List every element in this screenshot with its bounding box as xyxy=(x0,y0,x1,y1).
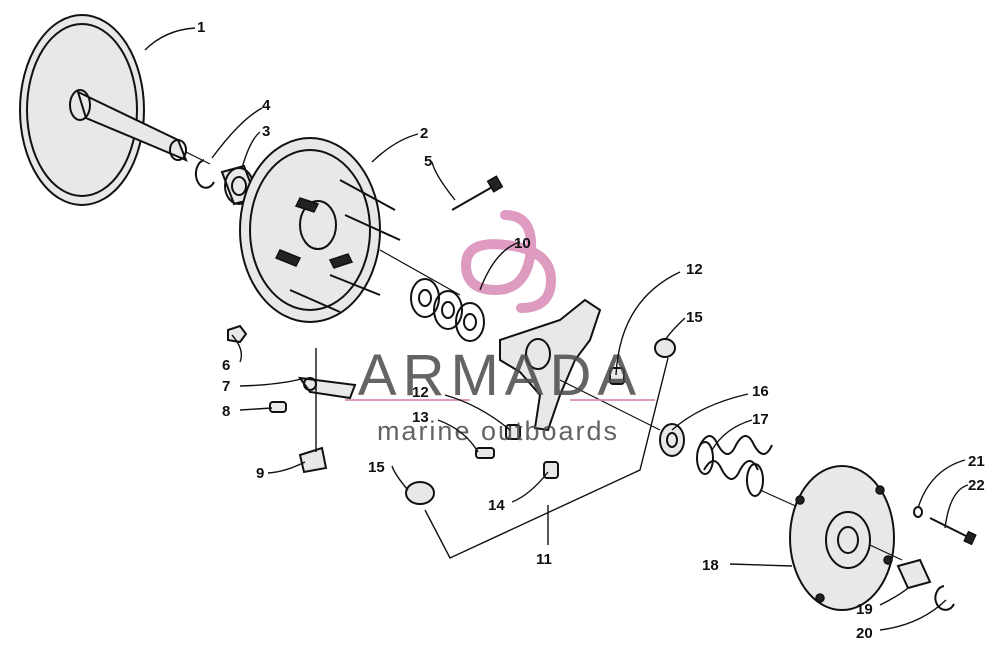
callout-15-upper: 15 xyxy=(686,309,703,326)
callout-6: 6 xyxy=(222,357,230,374)
callout-15-lower: 15 xyxy=(368,459,385,476)
callout-8: 8 xyxy=(222,403,230,420)
part-14-spacer xyxy=(543,461,559,479)
part-10-washers xyxy=(410,278,485,342)
watermark: ARMADA marine outboards xyxy=(345,210,655,446)
callout-7: 7 xyxy=(222,378,230,395)
part-2-spider-assembly xyxy=(239,137,461,323)
callout-18: 18 xyxy=(702,557,719,574)
callout-19: 19 xyxy=(856,601,873,618)
leader-lines xyxy=(144,27,969,631)
callout-12-lower: 12 xyxy=(412,384,429,401)
callout-10: 10 xyxy=(514,235,531,252)
callout-22: 22 xyxy=(968,477,985,494)
part-4-snap-ring xyxy=(194,159,215,189)
part-5-bolt xyxy=(451,175,504,211)
part-6-nut xyxy=(227,324,248,344)
part-20-snap-ring xyxy=(934,585,955,611)
callout-4: 4 xyxy=(262,97,271,114)
callout-14: 14 xyxy=(488,497,505,514)
part-11-cam-arm xyxy=(499,298,661,432)
callout-2: 2 xyxy=(420,125,428,142)
callout-21: 21 xyxy=(968,453,985,470)
part-9-clip xyxy=(298,446,328,474)
part-21-washer xyxy=(913,506,923,518)
part-15-roller-lower xyxy=(405,481,435,505)
part-16-nut xyxy=(659,423,685,457)
callout-16: 16 xyxy=(752,383,769,400)
callout-11: 11 xyxy=(536,551,552,568)
callout-3: 3 xyxy=(262,123,270,140)
callout-13: 13 xyxy=(412,409,429,426)
watermark-brand: ARMADA xyxy=(358,343,642,408)
callout-5: 5 xyxy=(424,153,432,170)
part-22-screw xyxy=(929,517,977,546)
part-18-cover xyxy=(789,465,903,611)
part-7-weight xyxy=(297,376,357,400)
callout-1: 1 xyxy=(197,19,205,36)
callouts: 1 4 3 2 5 10 12 15 6 7 12 16 8 13 17 9 1… xyxy=(197,19,985,642)
part-19-bushing xyxy=(896,558,932,590)
watermark-tagline: marine outboards xyxy=(377,416,619,446)
part-8-pin xyxy=(269,401,287,413)
part-17-spring xyxy=(696,435,801,509)
propeller-logo-icon xyxy=(460,210,557,313)
part-13-pin xyxy=(475,447,495,459)
callout-20: 20 xyxy=(856,625,873,642)
callout-12-upper: 12 xyxy=(686,261,703,278)
part-12-bushing-lower xyxy=(505,424,521,440)
callout-9: 9 xyxy=(256,465,264,482)
part-1-drive-sheave xyxy=(19,14,211,206)
callout-17: 17 xyxy=(752,411,769,428)
part-15-roller-upper xyxy=(654,338,676,358)
